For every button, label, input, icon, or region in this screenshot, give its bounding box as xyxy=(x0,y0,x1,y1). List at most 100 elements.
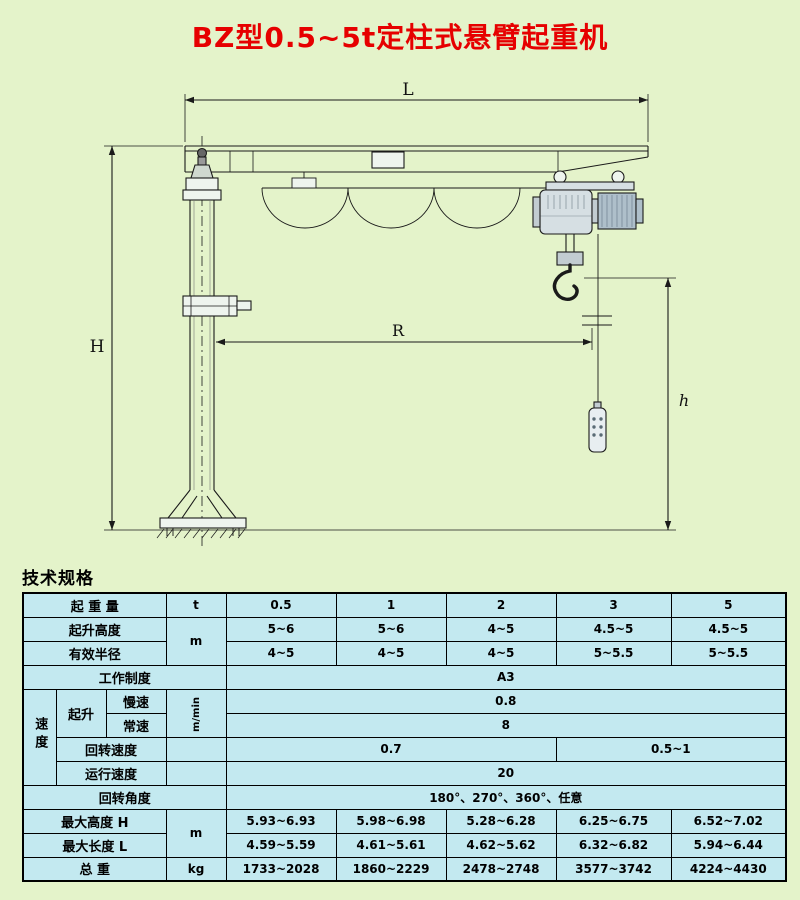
capacity-value: 0.5 xyxy=(225,592,337,618)
capacity-value: 3 xyxy=(555,592,672,618)
festoon-cables xyxy=(261,172,548,229)
electric-hoist xyxy=(532,170,644,235)
slew-pin xyxy=(196,147,208,159)
max-height-unit: m xyxy=(165,808,227,858)
trolley-wheel xyxy=(553,170,567,184)
lift-height-value: 4.5~5 xyxy=(555,616,672,642)
dimension-L: L xyxy=(184,80,649,142)
max-length-value: 4.62~5.62 xyxy=(445,832,557,858)
max-length-value: 4.61~5.61 xyxy=(335,832,447,858)
slew-angle-label: 回转角度 xyxy=(22,784,227,810)
total-weight-unit: kg xyxy=(165,856,227,882)
dimension-R: R xyxy=(216,321,593,350)
travel-speed-label: 运行速度 xyxy=(55,760,167,786)
row-travel-speed: 运行速度 20 xyxy=(23,760,787,786)
max-height-value: 5.93~6.93 xyxy=(225,808,337,834)
max-height-label: 最大高度 H xyxy=(22,808,167,834)
beam-hatch-plate xyxy=(371,151,405,169)
dimension-H: H xyxy=(90,145,183,530)
row-radius: 有效半径 4~5 4~5 4~5 5~5.5 5~5.5 xyxy=(22,640,787,666)
max-height-value: 6.25~6.75 xyxy=(555,808,672,834)
spec-table: 起 重 量 t 0.5 1 2 3 5 起升高度 m 5~6 5~6 4~5 4… xyxy=(22,592,788,882)
total-weight-value: 1733~2028 xyxy=(225,856,337,882)
dim-H-label: H xyxy=(90,337,105,357)
row-max-height: 最大高度 H m 5.93~6.93 5.98~6.98 5.28~6.28 6… xyxy=(22,808,787,858)
column xyxy=(156,147,252,539)
total-weight-value: 4224~4430 xyxy=(670,856,787,882)
trolley-crossbar xyxy=(545,181,635,191)
radius-label: 有效半径 xyxy=(22,640,167,666)
speed-slow-label: 慢速 xyxy=(105,688,167,714)
radius-value: 4~5 xyxy=(335,640,447,666)
total-weight-value: 2478~2748 xyxy=(445,856,557,882)
max-length-value: 5.94~6.44 xyxy=(670,832,787,858)
radius-value: 4~5 xyxy=(445,640,557,666)
hook-assembly xyxy=(552,234,584,301)
speed-group-label: 速度 xyxy=(22,688,57,786)
cable-trolley xyxy=(291,177,317,189)
lift-height-unit: m xyxy=(165,616,227,666)
ground-hatch xyxy=(156,528,246,539)
dimension-h: h xyxy=(104,277,689,531)
crane-drawing-svg: L H R h xyxy=(90,80,689,550)
trolley-wheel xyxy=(611,170,625,184)
lift-height-value: 4.5~5 xyxy=(670,616,787,642)
capacity-label: 起 重 量 xyxy=(22,592,167,618)
pendant-control xyxy=(582,234,612,453)
max-length-label: 最大长度 L xyxy=(22,832,167,858)
capacity-value: 2 xyxy=(445,592,557,618)
row-slew-angle: 回转角度 180°、270°、360°、任意 xyxy=(22,784,787,810)
base-gussets xyxy=(167,489,237,519)
base-plate xyxy=(159,517,247,529)
speed-lift-label: 起升 xyxy=(55,688,107,738)
lift-height-value: 5~6 xyxy=(225,616,337,642)
total-weight-value: 1860~2229 xyxy=(335,856,447,882)
total-weight-label: 总 重 xyxy=(22,856,167,882)
row-duty: 工作制度 A3 xyxy=(22,664,787,690)
dim-h-label: h xyxy=(679,391,689,410)
max-length-value: 6.32~6.82 xyxy=(555,832,672,858)
jib-beam xyxy=(184,145,649,173)
page-title: BZ型0.5~5t定柱式悬臂起重机 xyxy=(191,21,609,54)
capacity-unit: t xyxy=(165,592,227,618)
lift-height-value: 4~5 xyxy=(445,616,557,642)
anchor-bolts xyxy=(166,528,240,536)
max-height-value: 5.28~6.28 xyxy=(445,808,557,834)
row-max-length: 最大长度 L 4.59~5.59 4.61~5.61 4.62~5.62 6.3… xyxy=(22,832,787,858)
row-total-weight: 总 重 kg 1733~2028 1860~2229 2478~2748 357… xyxy=(22,856,787,882)
duty-label: 工作制度 xyxy=(22,664,227,690)
total-weight-value: 3577~3742 xyxy=(555,856,672,882)
slew-angle-value: 180°、270°、360°、任意 xyxy=(225,784,787,810)
speed-normal-label: 常速 xyxy=(105,712,167,738)
max-length-value: 4.59~5.59 xyxy=(225,832,337,858)
duty-value: A3 xyxy=(225,664,787,690)
lift-height-label: 起升高度 xyxy=(22,616,167,642)
row-slew-speed: 回转速度 0.7 0.5~1 xyxy=(23,736,787,762)
slew-speed-value-b: 0.5~1 xyxy=(555,736,787,762)
row-speed-slow: 速度 起升 慢速 m/min 0.8 xyxy=(22,688,787,786)
capacity-value: 1 xyxy=(335,592,447,618)
capacity-value: 5 xyxy=(670,592,787,618)
travel-speed-unit-empty xyxy=(165,760,227,786)
pendant-body xyxy=(588,407,607,453)
radius-value: 4~5 xyxy=(225,640,337,666)
speed-normal-value: 8 xyxy=(225,712,787,738)
max-height-value: 6.52~7.02 xyxy=(670,808,787,834)
dim-L-label: L xyxy=(402,80,413,100)
slew-speed-value-a: 0.7 xyxy=(225,736,557,762)
row-lift-height: 起升高度 m 5~6 5~6 4~5 4.5~5 4.5~5 xyxy=(22,616,787,666)
hook-icon xyxy=(552,263,579,301)
row-capacity: 起 重 量 t 0.5 1 2 3 5 xyxy=(22,592,787,618)
cable-break-symbol xyxy=(582,315,612,326)
lift-height-value: 5~6 xyxy=(335,616,447,642)
slew-speed-unit-empty xyxy=(165,736,227,762)
crane-diagram: L H R h xyxy=(0,58,800,570)
travel-speed-value: 20 xyxy=(225,760,787,786)
row-speed-normal: 常速 8 xyxy=(23,712,787,738)
max-height-value: 5.98~6.98 xyxy=(335,808,447,834)
radius-value: 5~5.5 xyxy=(555,640,672,666)
slew-speed-label: 回转速度 xyxy=(55,736,167,762)
section-title: 技术规格 xyxy=(22,569,94,589)
dim-R-label: R xyxy=(392,321,405,340)
collar-handle xyxy=(236,300,252,311)
